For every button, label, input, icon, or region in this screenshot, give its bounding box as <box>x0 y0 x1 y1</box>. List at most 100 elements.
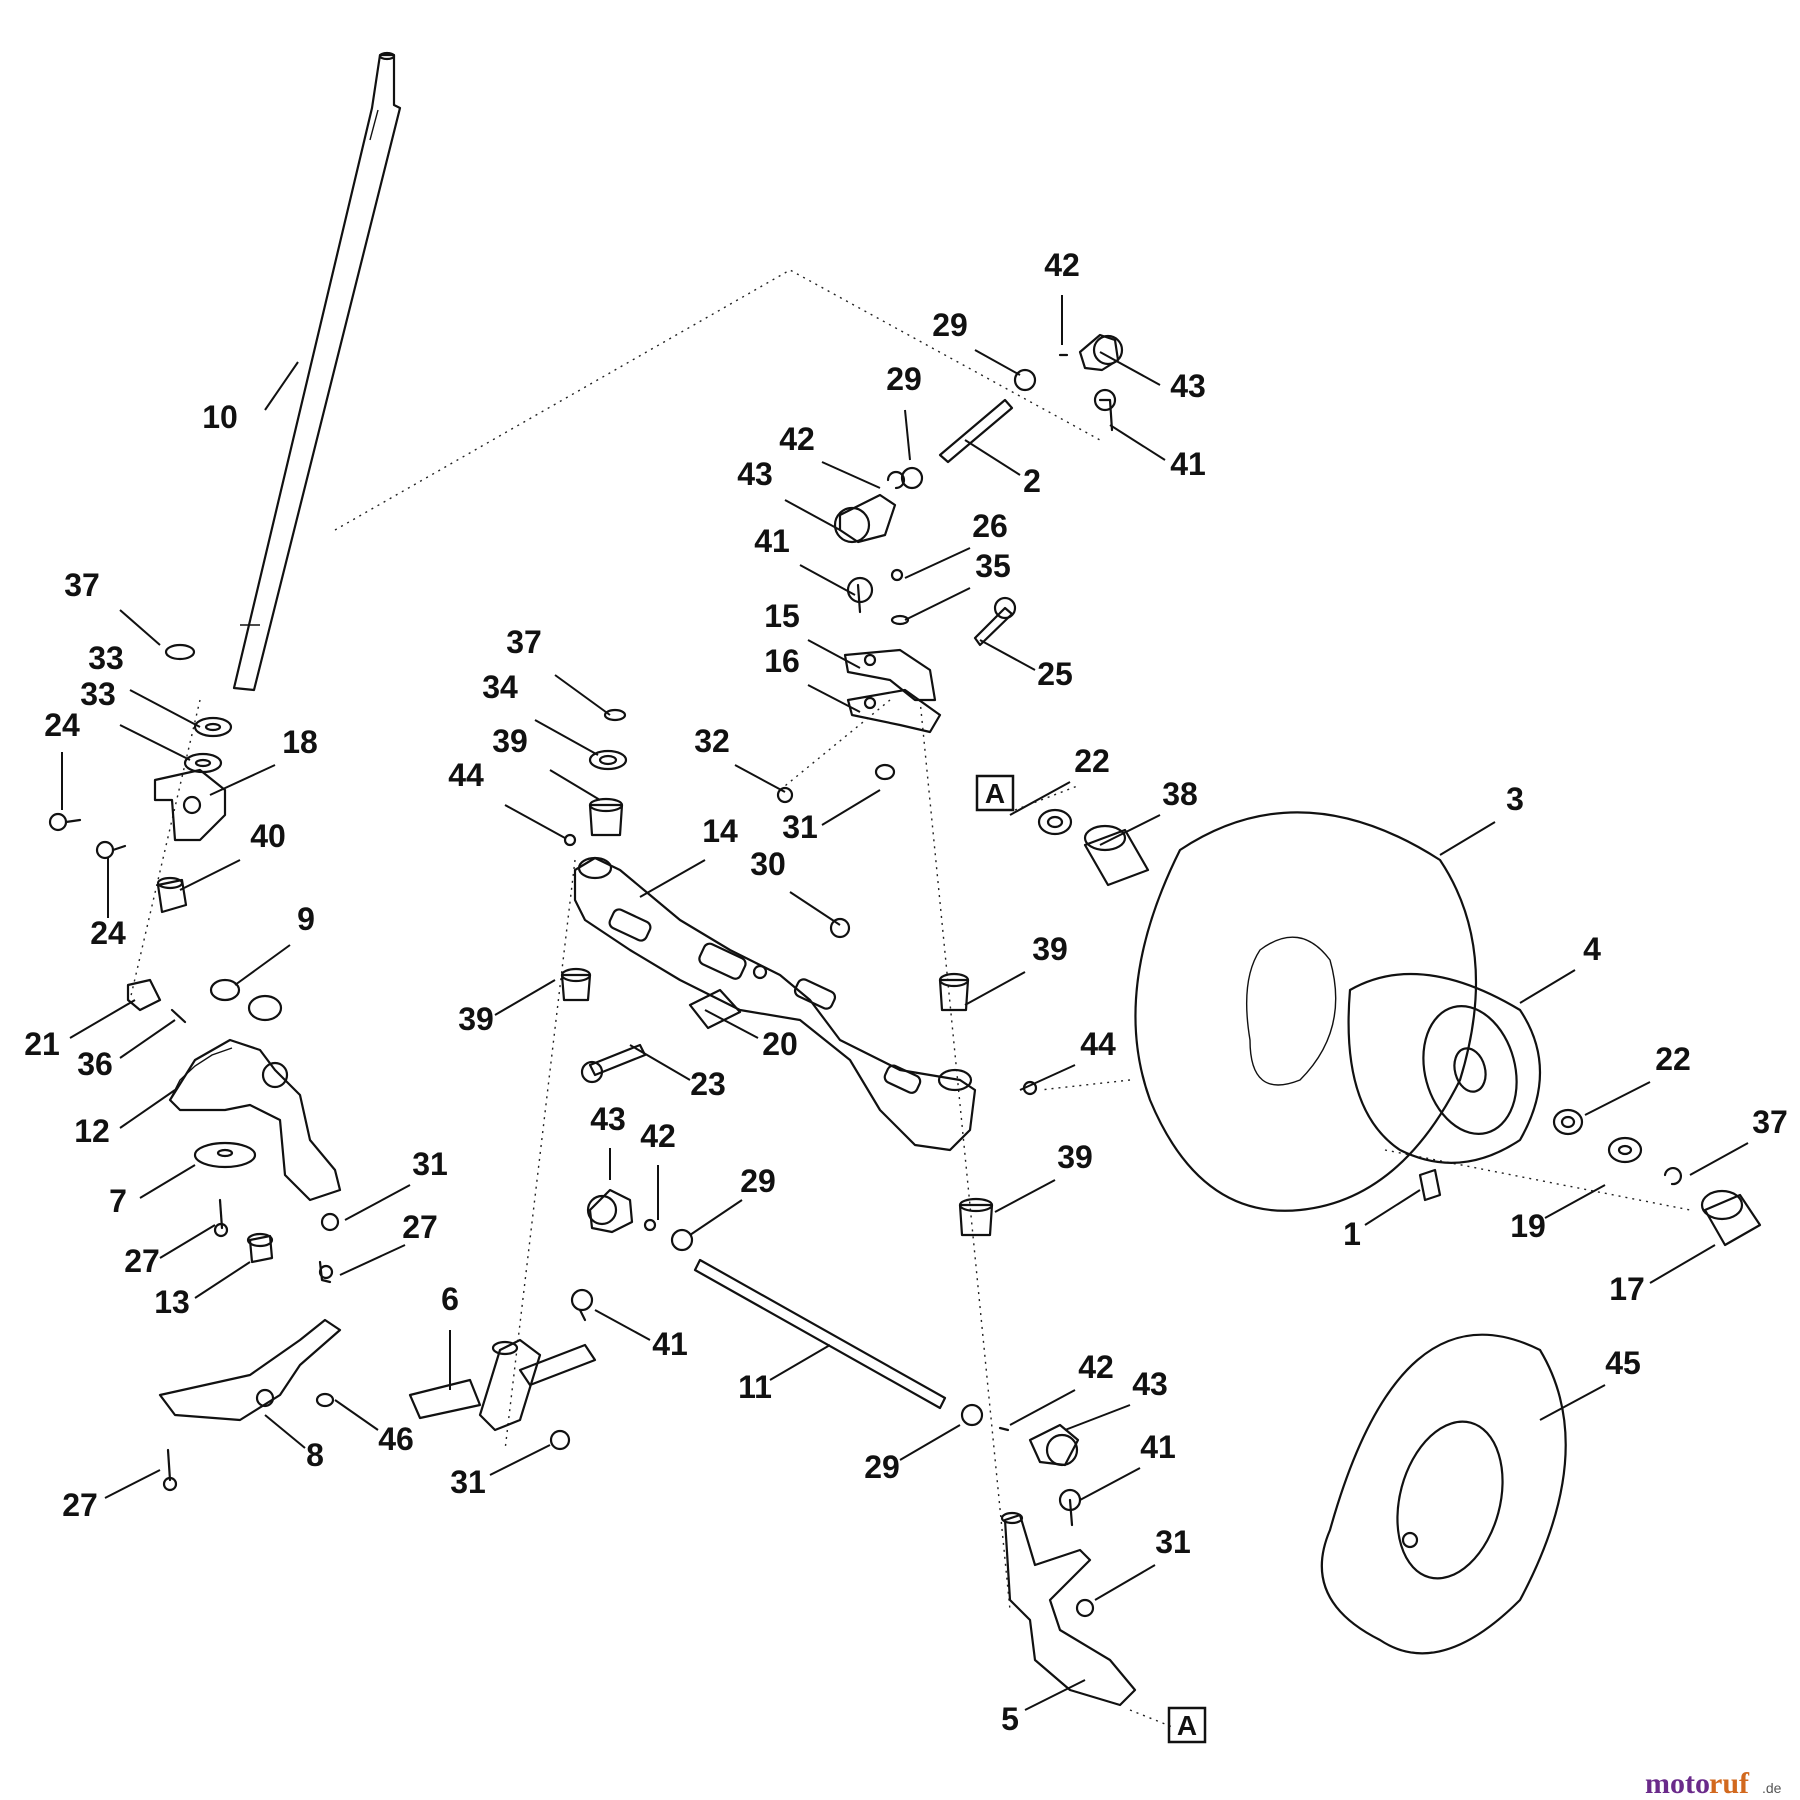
callout-label-c29c: 29 <box>932 307 968 343</box>
part-42-clip-b <box>886 470 906 490</box>
leader-line-c43b <box>1064 1404 1131 1431</box>
callout-label-c43a: 43 <box>590 1101 626 1137</box>
leader-line-c19 <box>1544 1184 1606 1219</box>
part-43-ball-joint-d <box>1028 1423 1080 1467</box>
leader-line-c41d <box>799 564 856 596</box>
part-29-nut-b <box>900 466 924 490</box>
part-42-clip-c <box>643 1218 657 1232</box>
callout-label-c22a: 22 <box>1074 743 1110 779</box>
leader-line-c30 <box>789 891 841 926</box>
part-36-pin <box>170 1008 187 1024</box>
callout-label-c43c: 43 <box>1170 368 1206 404</box>
callout-leaders <box>61 295 1749 1711</box>
callout-label-c27c: 27 <box>62 1487 98 1523</box>
part-9-nut <box>209 978 241 1002</box>
upper-drag-link-group <box>776 333 1124 804</box>
part-21-block <box>126 978 162 1012</box>
part-30-nut <box>829 917 851 939</box>
callout-label-c39d: 39 <box>1057 1139 1093 1175</box>
leader-line-c29c <box>974 349 1021 376</box>
leader-line-c44b <box>1019 1064 1076 1091</box>
leader-line-c10 <box>264 361 299 411</box>
part-31-nut-b <box>549 1429 571 1451</box>
reference-letter: A <box>985 778 1005 809</box>
callout-label-c24a: 24 <box>44 707 80 743</box>
reference-box <box>1167 1706 1207 1744</box>
leader-line-c33b <box>119 724 191 761</box>
part-29-nut-d <box>960 1403 984 1427</box>
leader-line-c41b <box>1079 1467 1141 1501</box>
leader-line-c21 <box>69 999 136 1039</box>
part-39-bushing-a <box>588 803 624 837</box>
reference-mark-refA1: A <box>975 774 1015 812</box>
part-22-bearing-b <box>1552 1108 1584 1136</box>
part-44-fitting-a <box>563 833 577 847</box>
part-31-nut-d <box>874 763 896 781</box>
leader-line-c42b <box>1009 1389 1076 1426</box>
callout-label-c14: 14 <box>702 813 738 849</box>
leader-line-c44a <box>504 804 566 839</box>
part-22-bearing-a <box>1037 808 1073 836</box>
callout-label-c16: 16 <box>764 643 800 679</box>
callout-label-c27a: 27 <box>402 1209 438 1245</box>
callout-label-c1: 1 <box>1343 1216 1361 1252</box>
assembly-dashed-lines <box>129 269 1691 1729</box>
callout-label-c43b: 43 <box>1132 1366 1168 1402</box>
reference-box <box>975 774 1015 812</box>
part-17-hub-cap <box>1703 1193 1762 1247</box>
leader-line-c14 <box>639 859 706 898</box>
reference-mark-refA2: A <box>1167 1706 1207 1744</box>
leader-line-c3 <box>1439 821 1496 856</box>
leader-line-c22b <box>1584 1081 1651 1116</box>
part-37-clip <box>164 643 196 661</box>
leader-line-c37c <box>1689 1142 1749 1176</box>
part-33-washer-b <box>183 752 223 774</box>
leader-line-c41a <box>594 1309 651 1341</box>
callout-label-c31a: 31 <box>412 1146 448 1182</box>
callout-label-c33a: 33 <box>88 640 124 676</box>
leader-line-c29a <box>689 1199 743 1236</box>
callout-label-c19: 19 <box>1510 1208 1546 1244</box>
leader-line-c32 <box>734 764 786 793</box>
leader-line-c17 <box>1649 1244 1716 1284</box>
callout-label-c37a: 37 <box>64 567 100 603</box>
callout-label-c33b: 33 <box>80 676 116 712</box>
part-45-tire-tube <box>1320 1333 1567 1655</box>
part-10-steering-shaft <box>232 51 402 692</box>
leader-line-c41c <box>1109 424 1166 461</box>
callout-label-c22b: 22 <box>1655 1041 1691 1077</box>
callout-label-c41b: 41 <box>1140 1429 1176 1465</box>
wheel-group <box>1037 808 1762 1655</box>
part-15-arm-plate <box>843 648 937 702</box>
leader-line-c38 <box>1099 814 1161 846</box>
leader-line-c29b <box>899 1424 961 1461</box>
part-41-stud-a <box>1098 398 1114 432</box>
part-39-bushing-b <box>560 973 592 1002</box>
leader-line-c31a <box>344 1184 411 1221</box>
part-32-nut <box>776 786 794 804</box>
leader-line-c29d <box>904 409 911 461</box>
part-20-sleeve <box>688 988 742 1030</box>
callout-label-c11: 11 <box>738 1369 772 1405</box>
part-24-bolt-b <box>95 840 115 860</box>
callout-label-c42a: 42 <box>640 1118 676 1154</box>
part-18-bracket <box>153 768 227 842</box>
leader-line-c13 <box>194 1261 251 1299</box>
part-37-clip-c <box>1663 1166 1683 1186</box>
part-31-nut-a <box>320 1212 340 1232</box>
callout-label-c10: 10 <box>202 399 238 435</box>
part-7-washer <box>193 1141 257 1169</box>
watermark: moto ruf .de <box>1645 1767 1782 1800</box>
part-1-valve <box>1418 1168 1442 1202</box>
left-steering-hardware <box>48 643 342 1492</box>
leader-line-c37a <box>119 609 161 646</box>
callout-label-c15: 15 <box>764 598 800 634</box>
part-3-tire <box>1134 811 1478 1212</box>
callout-label-c32: 32 <box>694 723 730 759</box>
leader-line-c2 <box>964 439 1021 476</box>
leader-line-c31d <box>821 789 881 826</box>
leader-line-c22a <box>1009 781 1071 816</box>
leader-line-c37b <box>554 674 611 716</box>
callout-label-c18: 18 <box>282 724 318 760</box>
